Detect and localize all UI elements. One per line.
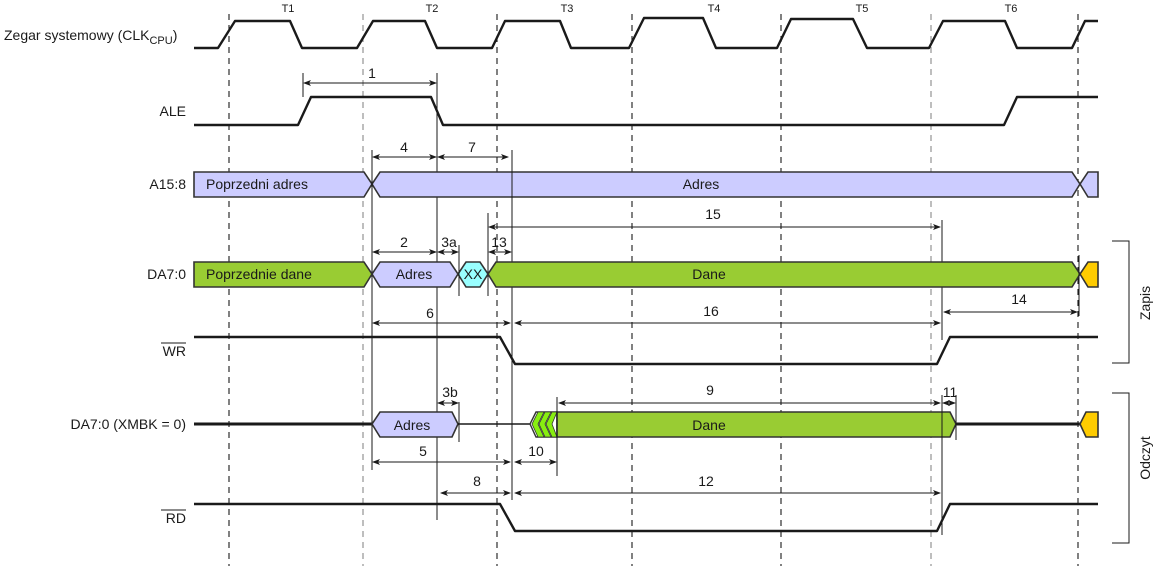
da7-0-label: DA7:0 bbox=[147, 266, 186, 282]
param-12-label: 12 bbox=[698, 473, 714, 489]
da7-0-read-data-text: Dane bbox=[692, 417, 726, 433]
wr-waveform bbox=[194, 335, 1098, 366]
clk-label: Zegar systemowy (CLKCPU) bbox=[4, 27, 177, 47]
param-9-label: 9 bbox=[706, 382, 714, 398]
da7-0-read-data-segment bbox=[556, 411, 957, 438]
a15-8-next-segment bbox=[1079, 171, 1099, 198]
da7-0-next-segment bbox=[1079, 261, 1099, 288]
rd-label: RD bbox=[166, 510, 186, 526]
cycle-label-t5: T5 bbox=[856, 3, 869, 15]
a15-8-address-segment bbox=[371, 171, 1081, 198]
ale-waveform bbox=[194, 95, 1098, 127]
wr-label: WR bbox=[163, 343, 186, 359]
da7-0-undefined-text: XX bbox=[464, 266, 483, 282]
param-3b-label: 3b bbox=[442, 384, 458, 400]
da7-0-read-address-text: Adres bbox=[394, 417, 431, 433]
da7-0-address-text: Adres bbox=[396, 266, 433, 282]
param-10-label: 10 bbox=[528, 443, 544, 459]
rd-waveform bbox=[194, 502, 1098, 533]
a15-8-prev-segment bbox=[193, 171, 373, 198]
a15-8-address-text: Adres bbox=[683, 176, 720, 192]
param-13-label: 13 bbox=[491, 234, 507, 250]
param-14-label: 14 bbox=[1011, 291, 1027, 307]
cycle-label-t1: T1 bbox=[282, 3, 295, 15]
a15-8-prev-text: Poprzedni adres bbox=[206, 176, 308, 192]
da7-0-read-transition-hatch bbox=[529, 411, 558, 438]
param-16-label: 16 bbox=[703, 303, 719, 319]
param-15-label: 15 bbox=[705, 206, 721, 222]
cycle-label-t4: T4 bbox=[708, 3, 721, 15]
da7-0-read-label: DA7:0 (XMBK = 0) bbox=[70, 416, 186, 432]
cycle-separators bbox=[228, 14, 1079, 566]
write-group-label: Zapis bbox=[1137, 286, 1153, 320]
clk-waveform bbox=[194, 16, 1098, 50]
param-5-label: 5 bbox=[419, 443, 427, 459]
write-group-bracket bbox=[1112, 240, 1130, 364]
da7-0-prev-data-segment bbox=[193, 261, 373, 288]
da7-0-prev-data-text: Poprzednie dane bbox=[206, 266, 312, 282]
param-6-label: 6 bbox=[426, 305, 434, 321]
cycle-label-t3: T3 bbox=[561, 3, 574, 15]
da7-0-data-segment bbox=[487, 261, 1081, 288]
param-3a-label: 3a bbox=[441, 234, 457, 250]
a15-8-label: A15:8 bbox=[149, 176, 186, 192]
read-group-label: Odczyt bbox=[1137, 436, 1153, 480]
da7-0-read-next-segment bbox=[1079, 411, 1099, 438]
param-4-label: 4 bbox=[400, 139, 408, 155]
param-2-label: 2 bbox=[400, 234, 408, 250]
cycle-label-t6: T6 bbox=[1005, 3, 1018, 15]
da7-0-read-address-segment bbox=[371, 411, 459, 438]
da7-0-undefined-segment bbox=[457, 261, 489, 288]
ale-label: ALE bbox=[160, 103, 186, 119]
read-group-bracket bbox=[1112, 392, 1130, 544]
cycle-label-t2: T2 bbox=[426, 3, 439, 15]
param-7-label: 7 bbox=[468, 139, 476, 155]
param-11-label: 11 bbox=[943, 384, 958, 400]
da7-0-data-text: Dane bbox=[692, 266, 726, 282]
param-8-label: 8 bbox=[473, 473, 481, 489]
da7-0-address-segment bbox=[371, 261, 459, 288]
param-1-label: 1 bbox=[368, 65, 376, 81]
